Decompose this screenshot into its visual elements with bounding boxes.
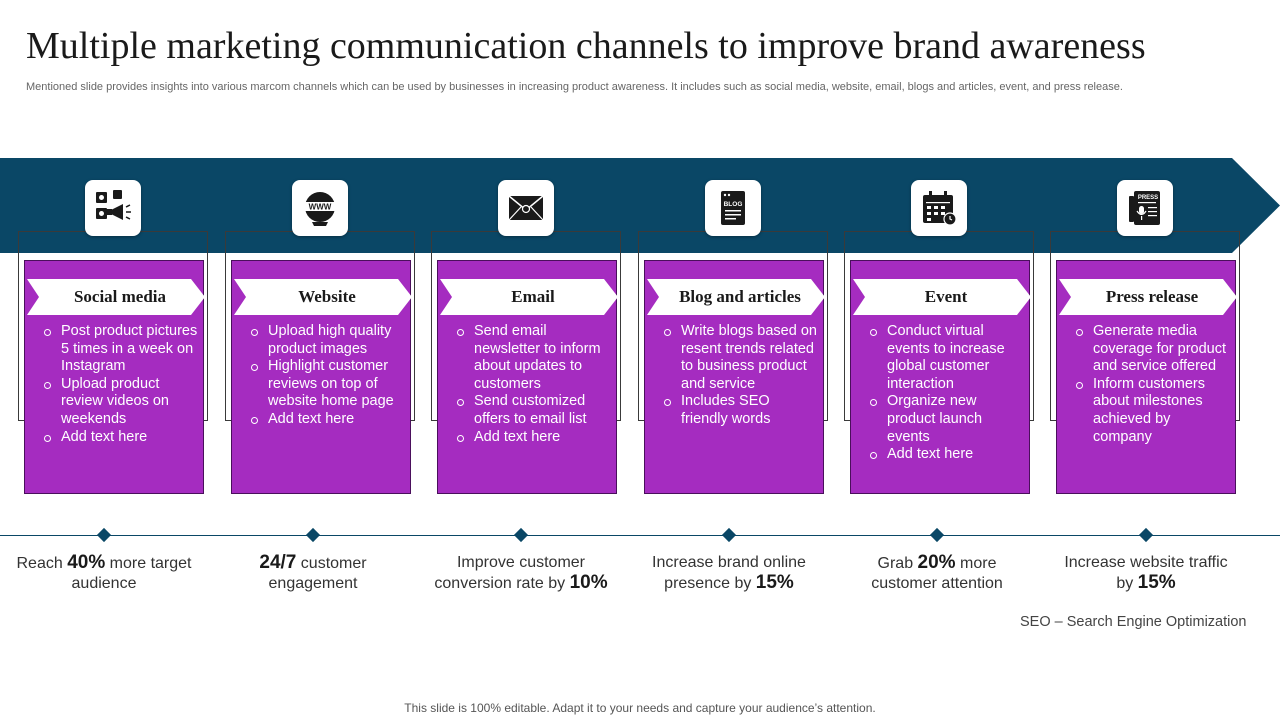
outcome-value: 24/7 xyxy=(259,552,297,573)
channel-bullet: Post product pictures 5 times in a week … xyxy=(39,323,199,376)
channel-card: Email Send email newsletter to inform ab… xyxy=(437,260,618,494)
channel-column-event: Event Conduct virtual events to increase… xyxy=(844,180,1056,640)
channel-column-press-release: PRESS Press release Generate media cover… xyxy=(1050,180,1262,640)
svg-text:BLOG: BLOG xyxy=(724,201,743,208)
channel-heading: Event xyxy=(924,287,968,306)
channel-card: Website Upload high quality product imag… xyxy=(231,260,412,494)
channel-bullet-list: Generate media coverage for product and … xyxy=(1071,323,1231,446)
outcome-text: Increase website traffic by xyxy=(1064,554,1228,592)
channel-column-email: Email Send email newsletter to inform ab… xyxy=(431,180,643,640)
channel-bullet: Conduct virtual events to increase globa… xyxy=(865,323,1025,393)
channel-bullet: Includes SEO friendly words xyxy=(659,393,819,428)
channel-bullet: Organize new product launch events xyxy=(865,393,1025,446)
channel-outcome-press-release: Increase website traffic by 15% xyxy=(1056,553,1236,594)
blog-document-icon: BLOG xyxy=(705,180,761,236)
outcome-text: Grab xyxy=(877,555,918,572)
channel-bullet: Inform customers about milestones achiev… xyxy=(1071,376,1231,446)
channel-bullet: Write blogs based on resent trends relat… xyxy=(659,323,819,393)
outcome-value: 40% xyxy=(67,552,106,573)
channel-bullet: Highlight customer reviews on top of web… xyxy=(246,358,406,411)
channel-heading-tag: Email xyxy=(440,279,618,315)
outcome-value: 15% xyxy=(1137,572,1176,593)
channel-banner-arrow xyxy=(0,158,1280,253)
channel-heading-tag: Press release xyxy=(1059,279,1237,315)
channel-bullet: Upload high quality product images xyxy=(246,323,406,358)
slide-footer: This slide is 100% editable. Adapt it to… xyxy=(404,701,876,715)
outcome-text: more target audience xyxy=(71,555,192,592)
channel-heading: Social media xyxy=(73,287,167,306)
timeline-line xyxy=(0,535,1280,536)
channel-card: Social media Post product pictures 5 tim… xyxy=(24,260,205,494)
channel-column-website: WWW Website Upload high quality product … xyxy=(225,180,437,640)
channel-outcome-website: 24/7 customer engagement xyxy=(223,553,403,594)
channel-bullet: Generate media coverage for product and … xyxy=(1071,323,1231,376)
channel-bullet: Add text here xyxy=(865,446,1025,464)
outcome-text: Improve customer conversion rate by xyxy=(434,554,586,592)
channel-card: Event Conduct virtual events to increase… xyxy=(850,260,1031,494)
channel-bullet: Add text here xyxy=(246,411,406,429)
channel-outcome-blog-and-articles: Increase brand online presence by 15% xyxy=(639,553,819,594)
outcome-value: 10% xyxy=(569,572,608,593)
channel-bullet: Send email newsletter to inform about up… xyxy=(452,323,612,393)
channel-outcome-email: Improve customer conversion rate by 10% xyxy=(431,553,611,594)
outcome-value: 15% xyxy=(755,572,794,593)
svg-text:PRESS: PRESS xyxy=(1138,195,1158,201)
svg-text:WWW: WWW xyxy=(309,203,332,212)
channel-column-blog-and-articles: BLOG Blog and articles Write blogs based… xyxy=(638,180,850,640)
channel-heading: Press release xyxy=(1105,287,1199,306)
www-globe-icon: WWW xyxy=(292,180,348,236)
channel-bullet: Add text here xyxy=(39,429,199,447)
channel-heading: Blog and articles xyxy=(679,287,801,306)
channel-bullet: Send customized offers to email list xyxy=(452,393,612,428)
channel-bullet: Upload product review videos on weekends xyxy=(39,376,199,429)
channel-bullet-list: Send email newsletter to inform about up… xyxy=(452,323,612,446)
calendar-event-icon xyxy=(911,180,967,236)
channel-card: Blog and articles Write blogs based on r… xyxy=(644,260,825,494)
channel-card: Press release Generate media coverage fo… xyxy=(1056,260,1237,494)
channel-outcome-social-media: Reach 40% more target audience xyxy=(14,553,194,594)
channel-bullet: Add text here xyxy=(452,429,612,447)
outcome-text: customer engagement xyxy=(268,555,367,592)
channel-outcome-event: Grab 20% more customer attention xyxy=(847,553,1027,594)
press-microphone-icon: PRESS xyxy=(1117,180,1173,236)
page-title: Multiple marketing communication channel… xyxy=(26,25,1146,67)
channel-heading-tag: Blog and articles xyxy=(647,279,825,315)
channel-heading: Email xyxy=(511,287,555,306)
outcome-value: 20% xyxy=(917,552,956,573)
outcome-text: Increase brand online presence by xyxy=(652,554,806,592)
channel-column-social-media: Social media Post product pictures 5 tim… xyxy=(18,180,230,640)
outcome-text: more customer attention xyxy=(871,555,1003,592)
channel-bullet-list: Conduct virtual events to increase globa… xyxy=(865,323,1025,464)
channel-bullet-list: Write blogs based on resent trends relat… xyxy=(659,323,819,429)
page-subtitle: Mentioned slide provides insights into v… xyxy=(26,81,1123,93)
social-media-icon xyxy=(85,180,141,236)
channel-heading-tag: Website xyxy=(234,279,412,315)
channel-heading: Website xyxy=(298,287,356,306)
outcome-text: Reach xyxy=(16,555,68,572)
seo-footnote: SEO – Search Engine Optimization xyxy=(1020,614,1247,630)
channel-bullet-list: Post product pictures 5 times in a week … xyxy=(39,323,199,446)
channel-heading-tag: Event xyxy=(853,279,1031,315)
channel-heading-tag: Social media xyxy=(27,279,205,315)
envelope-icon xyxy=(498,180,554,236)
